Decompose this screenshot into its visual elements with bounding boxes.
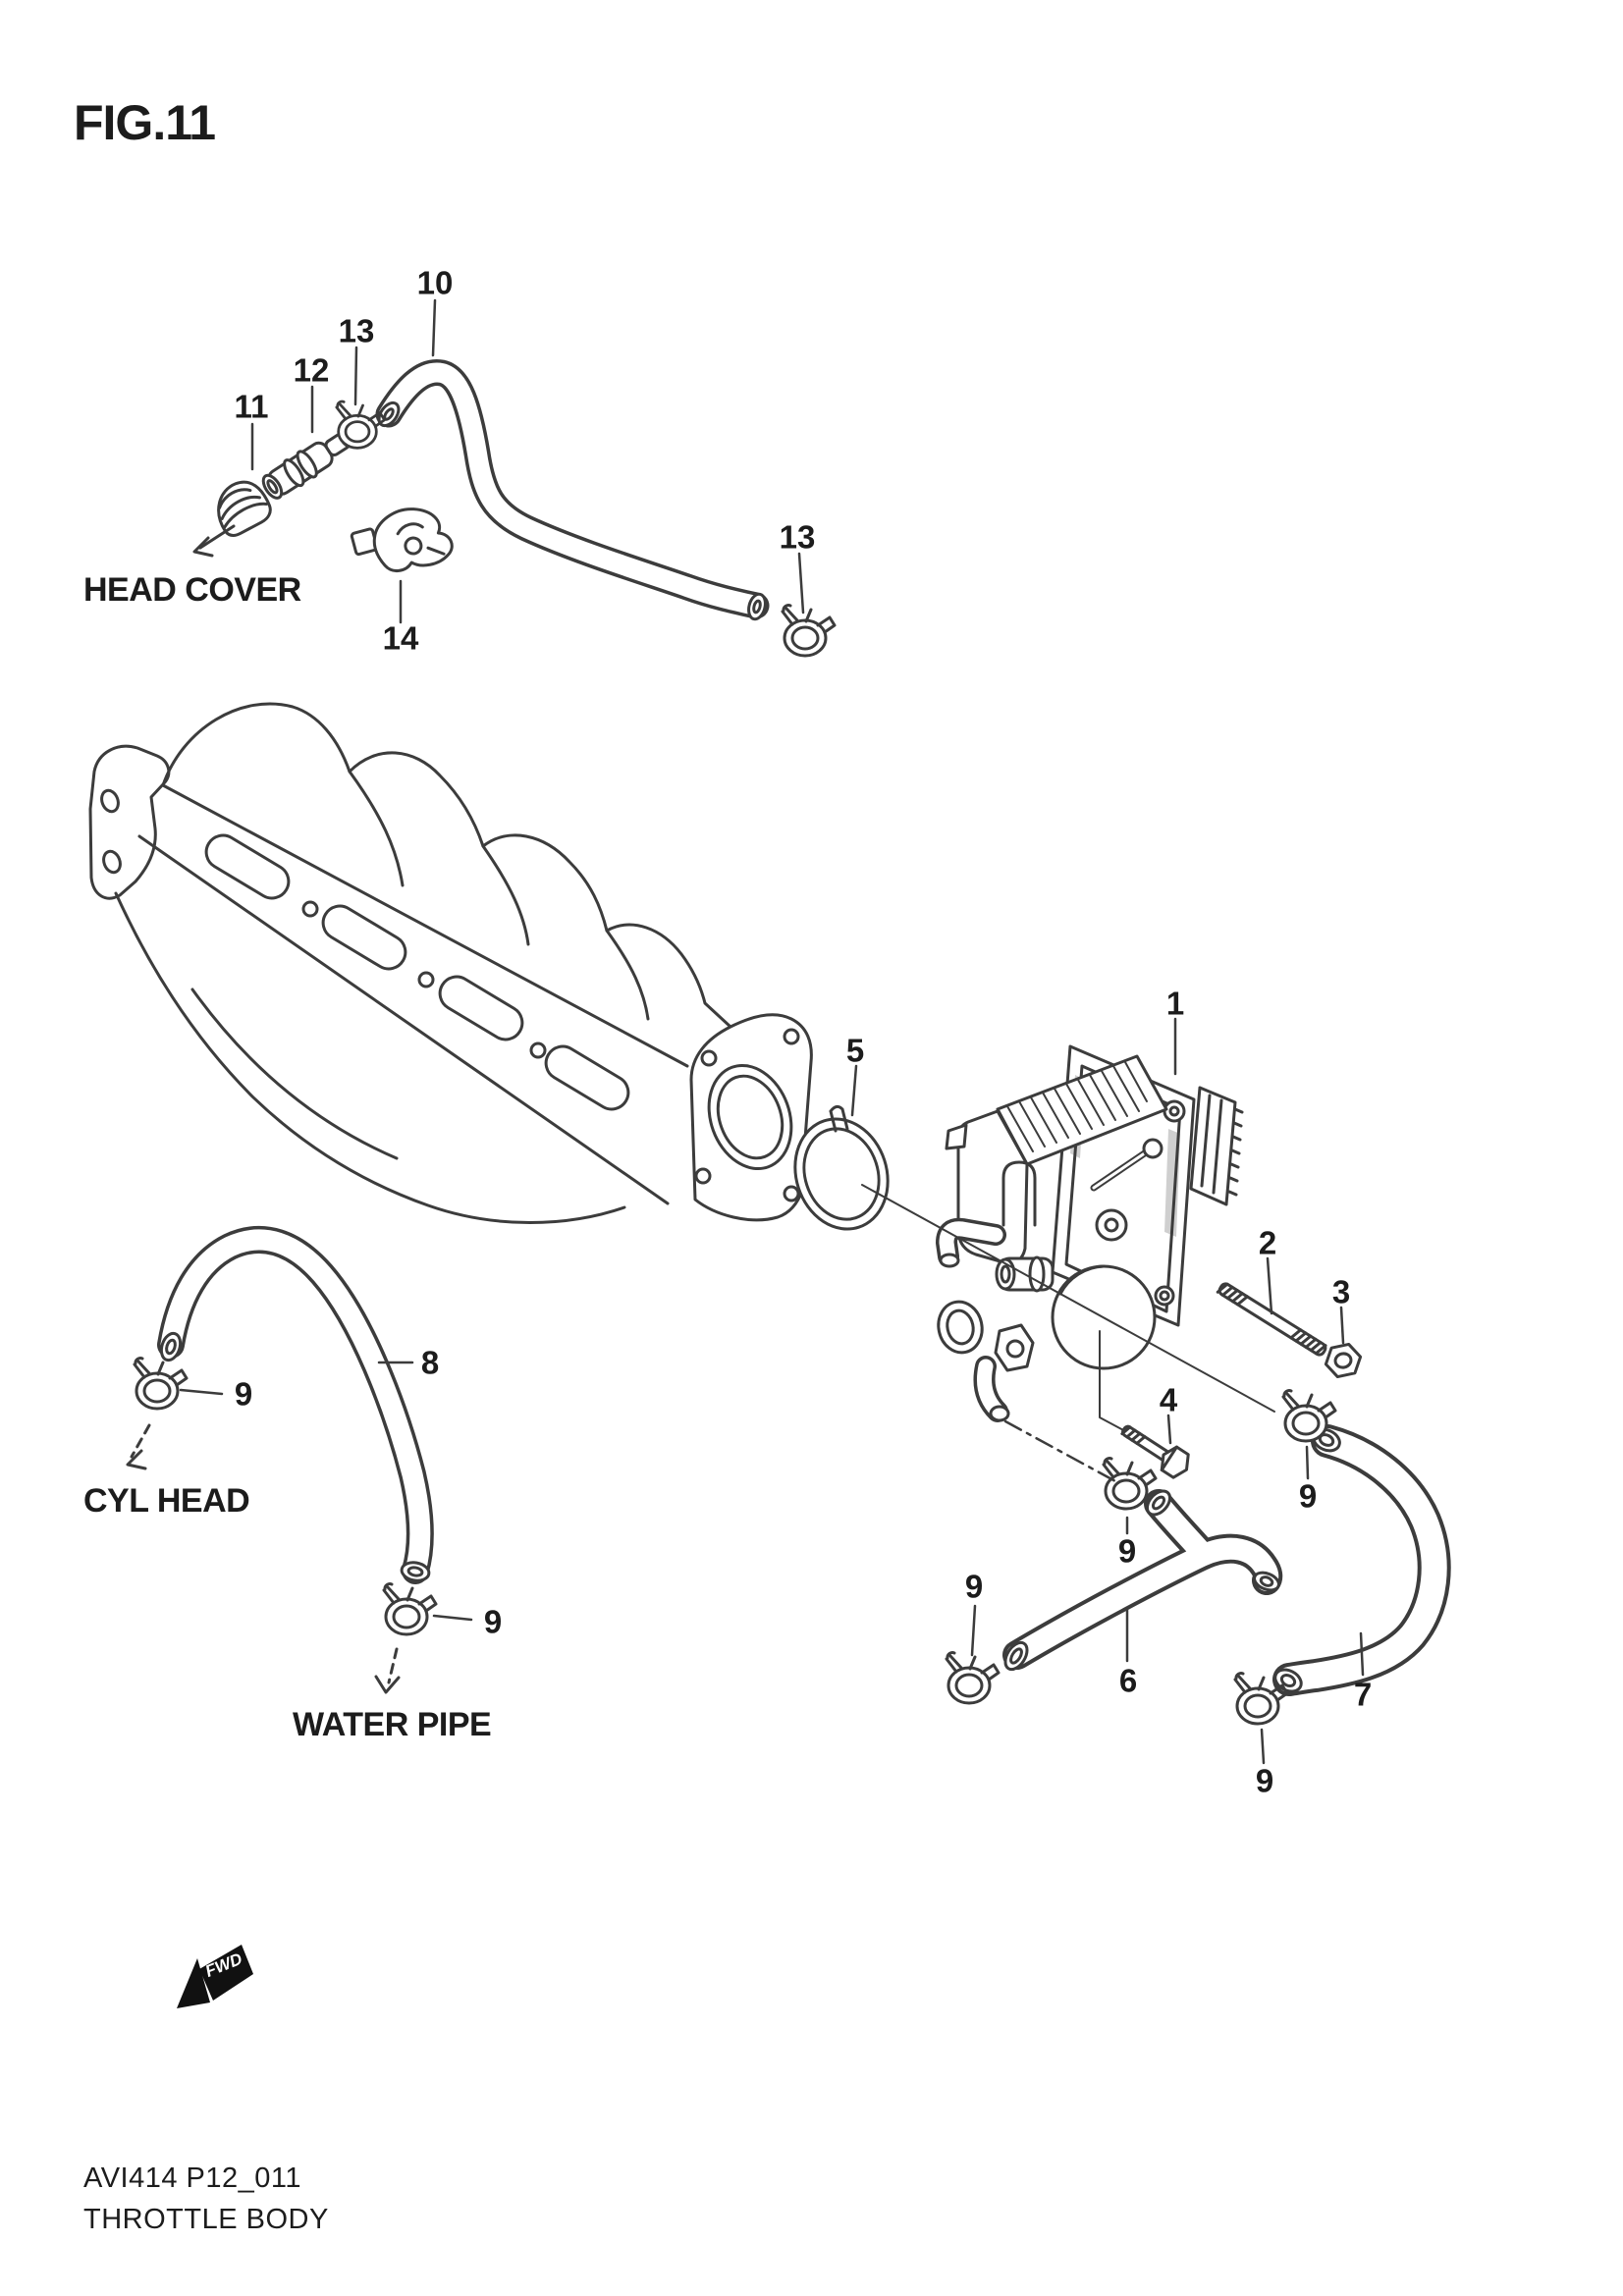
- part-callout-10: 10: [417, 265, 454, 301]
- footer-code: AVI414 P12_011: [83, 2163, 301, 2194]
- part-callout-11: 11: [235, 389, 269, 425]
- hose-10: [375, 359, 770, 621]
- head-cover-arrow: [192, 524, 236, 558]
- clamp-bracket-14: [350, 507, 454, 572]
- callout-leader-13: [353, 346, 358, 406]
- callout-leader-9: [1260, 1728, 1266, 1765]
- area-label-layer: HEAD COVER CYL HEAD WATER PIPE: [83, 571, 492, 1743]
- throttle-body-1: [936, 1044, 1244, 1432]
- area-label-cyl-head: CYL HEAD: [83, 1482, 249, 1520]
- part-callout-5: 5: [846, 1033, 864, 1069]
- part-callout-4: 4: [1160, 1382, 1178, 1418]
- cyl-head-arrow: [126, 1423, 151, 1470]
- callout-leader-13: [797, 552, 805, 614]
- oring-assembly-line: [861, 1184, 1275, 1413]
- fwd-arrowhead: [177, 1958, 210, 2008]
- callout-leader-3: [1339, 1306, 1345, 1345]
- cap-11: [217, 480, 272, 538]
- part-callout-13: 13: [339, 313, 375, 349]
- water-pipe-arrow: [374, 1647, 401, 1694]
- part-callout-12: 12: [294, 352, 330, 389]
- part-callout-2: 2: [1259, 1225, 1276, 1261]
- part-callout-9: 9: [1299, 1478, 1317, 1515]
- hose-7: [1272, 1424, 1451, 1696]
- clamp-9-a: [133, 1357, 189, 1411]
- part-callout-14: 14: [383, 620, 419, 657]
- stud-bolt-2: [1216, 1282, 1327, 1357]
- hose-6: [1002, 1489, 1283, 1672]
- callout-leader-10: [431, 298, 437, 357]
- fwd-marker: FWD: [177, 1945, 253, 2008]
- part-callout-13: 13: [780, 519, 816, 556]
- part-callout-9: 9: [1256, 1763, 1273, 1799]
- hose6-assembly-line: [1003, 1419, 1117, 1483]
- hose-8: [157, 1226, 434, 1584]
- clamp-13-b: [781, 604, 837, 658]
- part-callout-9: 9: [1118, 1533, 1136, 1570]
- callout-leader-7: [1359, 1631, 1365, 1677]
- callout-leader-2: [1266, 1256, 1273, 1315]
- part-callout-8: 8: [421, 1345, 439, 1381]
- o-ring-seal-5: [793, 1104, 890, 1231]
- footer-caption: THROTTLE BODY: [83, 2204, 329, 2235]
- part-callout-6: 6: [1119, 1663, 1137, 1699]
- area-label-water-pipe: WATER PIPE: [293, 1706, 491, 1743]
- part-callout-9: 9: [965, 1569, 983, 1605]
- callout-leader-9: [179, 1388, 224, 1396]
- part-callout-7: 7: [1354, 1677, 1372, 1713]
- part-callout-1: 1: [1166, 986, 1184, 1022]
- figure-title: FIG.11: [74, 95, 215, 150]
- hex-bolt-4: [1120, 1424, 1190, 1479]
- clamp-9-b: [382, 1582, 438, 1636]
- fwd-tail: [199, 1945, 253, 2001]
- part-callout-9: 9: [235, 1376, 252, 1413]
- callout-leader-5: [850, 1064, 858, 1117]
- part-callout-9: 9: [484, 1604, 502, 1640]
- callout-leader-9: [432, 1614, 473, 1622]
- flange-nut-3: [1324, 1342, 1363, 1379]
- intake-manifold: [88, 702, 813, 1224]
- callout-leader-9: [970, 1604, 977, 1657]
- part-callout-3: 3: [1332, 1274, 1350, 1310]
- area-label-head-cover: HEAD COVER: [83, 571, 301, 609]
- callout-leader-9: [1305, 1445, 1310, 1480]
- callout-leader-4: [1166, 1414, 1172, 1445]
- clamp-9-c: [945, 1651, 1001, 1705]
